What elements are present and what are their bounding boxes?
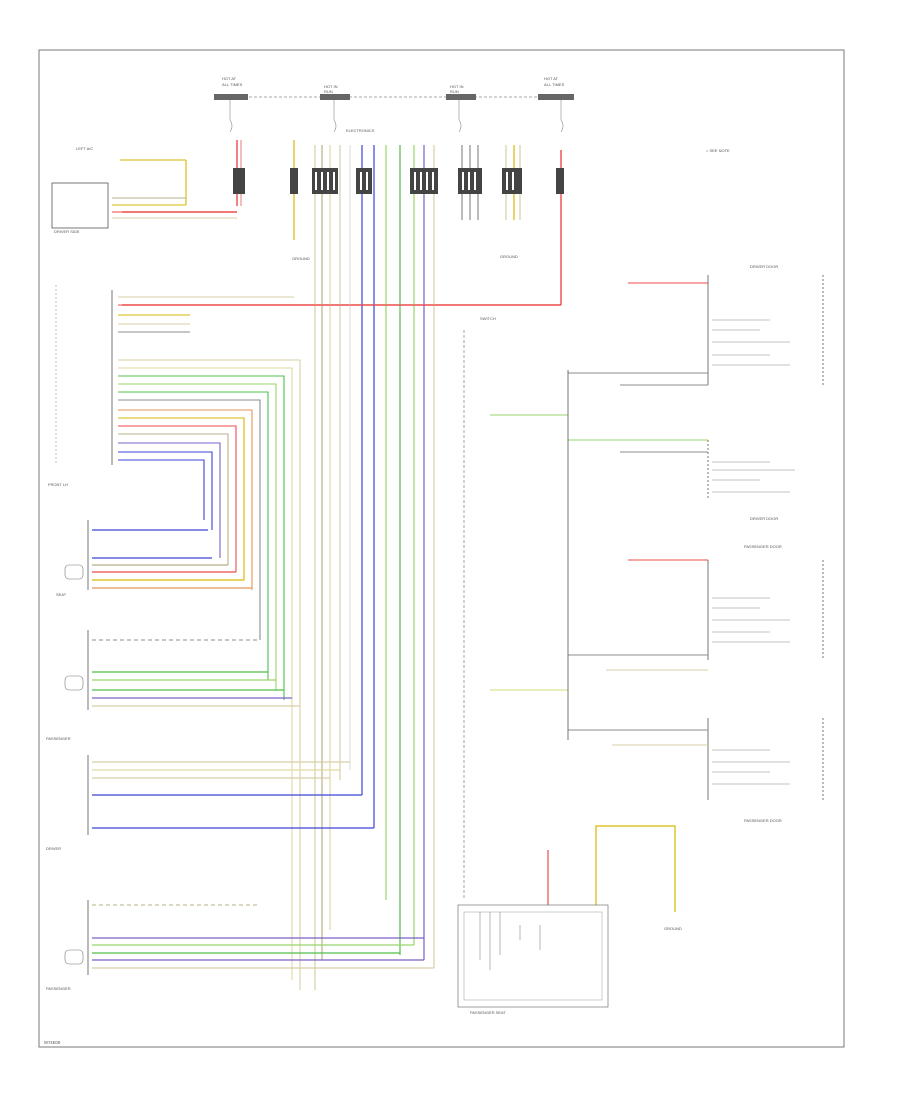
svg-text:DRIVER DOOR: DRIVER DOOR xyxy=(750,264,778,269)
svg-text:PASSENGER DOOR: PASSENGER DOOR xyxy=(744,544,782,549)
left-harness-connector xyxy=(55,285,113,465)
svg-text:PASSENGER DOOR: PASSENGER DOOR xyxy=(744,818,782,823)
svg-text:GROUND: GROUND xyxy=(664,926,682,931)
svg-text:HOT AT: HOT AT xyxy=(222,76,237,81)
svg-text:FRONT LH: FRONT LH xyxy=(48,482,68,487)
svg-text:PASSENGER: PASSENGER xyxy=(46,736,71,741)
center-switch-line xyxy=(463,330,569,900)
vertical-bus xyxy=(314,145,521,990)
left-component-3 xyxy=(87,755,374,835)
svg-text:LEFT A/C: LEFT A/C xyxy=(76,146,93,151)
left-component-2 xyxy=(64,630,300,710)
power-bus-top xyxy=(214,94,574,133)
svg-text:GROUND: GROUND xyxy=(292,256,310,261)
module-pins xyxy=(112,159,237,219)
svg-text:DRIVER: DRIVER xyxy=(46,846,61,851)
svg-text:ELECTRONICS: ELECTRONICS xyxy=(346,128,375,133)
left-component-1 xyxy=(64,520,252,590)
svg-text:= SEE NOTE: = SEE NOTE xyxy=(706,148,730,153)
svg-text:PASSENGER: PASSENGER xyxy=(46,986,71,991)
svg-text:ALL TIMES: ALL TIMES xyxy=(222,82,243,87)
svg-text:ALL TIMES: ALL TIMES xyxy=(544,82,565,87)
right-third-module xyxy=(568,559,824,671)
svg-text:SEAT: SEAT xyxy=(56,592,67,597)
svg-text:RUN: RUN xyxy=(324,89,333,94)
right-fourth-module xyxy=(568,718,824,800)
harness-wires-left xyxy=(118,296,561,990)
bottom-connector xyxy=(457,825,676,1008)
svg-text:RUN: RUN xyxy=(450,89,459,94)
red-supply-wires xyxy=(122,140,562,306)
diagram-frame xyxy=(38,49,845,1048)
svg-text:DRIVER DOOR: DRIVER DOOR xyxy=(750,516,778,521)
svg-text:SWITCH: SWITCH xyxy=(480,316,496,321)
svg-text:DRIVER SIDE: DRIVER SIDE xyxy=(54,229,80,234)
footer-code: W74E08 xyxy=(44,1040,61,1045)
svg-text:PASSENGER SEAT: PASSENGER SEAT xyxy=(470,1010,506,1015)
svg-text:HOT IN: HOT IN xyxy=(324,84,338,89)
svg-text:HOT AT: HOT AT xyxy=(544,76,559,81)
svg-text:GROUND: GROUND xyxy=(500,254,518,259)
module-box xyxy=(51,182,109,229)
right-upper-module xyxy=(568,275,824,386)
right-second-module xyxy=(568,439,795,500)
left-component-4 xyxy=(64,900,434,975)
svg-text:HOT IN: HOT IN xyxy=(450,84,464,89)
